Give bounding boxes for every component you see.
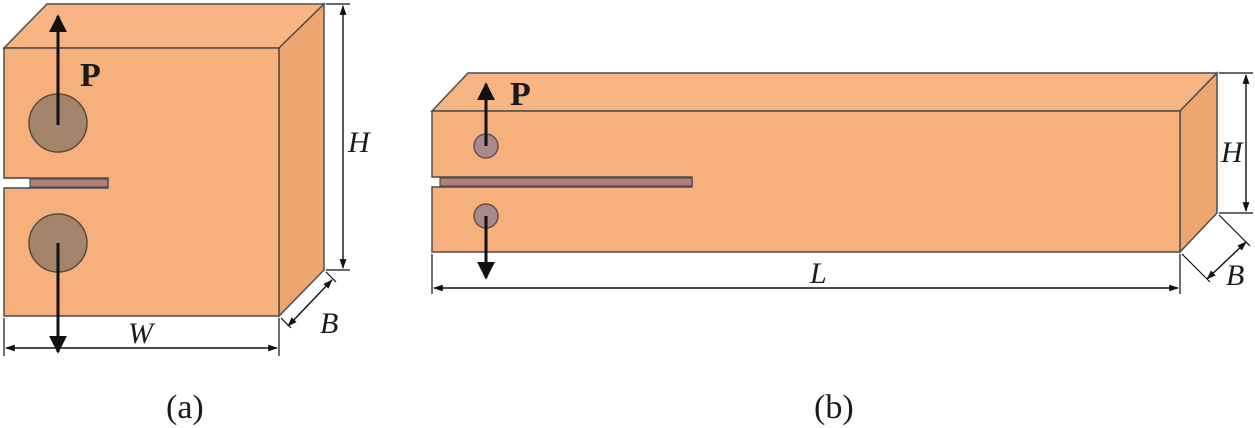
panel-a-caption: (a)	[166, 389, 204, 426]
panel-b-front-face	[431, 110, 1181, 253]
panel-b-caption: (b)	[814, 389, 854, 426]
panel-a-top-face	[2, 3, 326, 49]
panel-a-load-label: P	[80, 57, 101, 94]
panel-b-thickness-ext-1	[1181, 253, 1211, 283]
panel-a-thickness-dimension	[287, 279, 333, 327]
panel-a-height-label: H	[347, 126, 372, 159]
panel-b-thickness-dimension	[1206, 241, 1247, 280]
panel-a-compact-tension-specimen: P H W B (a)	[2, 2, 372, 426]
panel-b-thickness-label: B	[1226, 259, 1244, 292]
panel-a-thickness-label: B	[320, 307, 338, 340]
panel-a-notch	[29, 178, 109, 188]
panel-a-width-label: W	[128, 317, 156, 350]
panel-b-length-label: L	[809, 257, 827, 290]
panel-a-thickness-ext-1	[280, 317, 292, 329]
panel-b-top-face	[430, 72, 1219, 112]
panel-b-crack	[439, 177, 693, 187]
panel-a-side-face	[278, 2, 325, 318]
panel-b-height-label: H	[1220, 136, 1245, 169]
panel-b-load-label: P	[510, 76, 531, 113]
panel-b-thickness-ext-2	[1218, 214, 1251, 247]
panel-a-thickness-ext-2	[325, 271, 337, 283]
panel-b-double-cantilever-beam: P H L B (b)	[430, 71, 1253, 426]
